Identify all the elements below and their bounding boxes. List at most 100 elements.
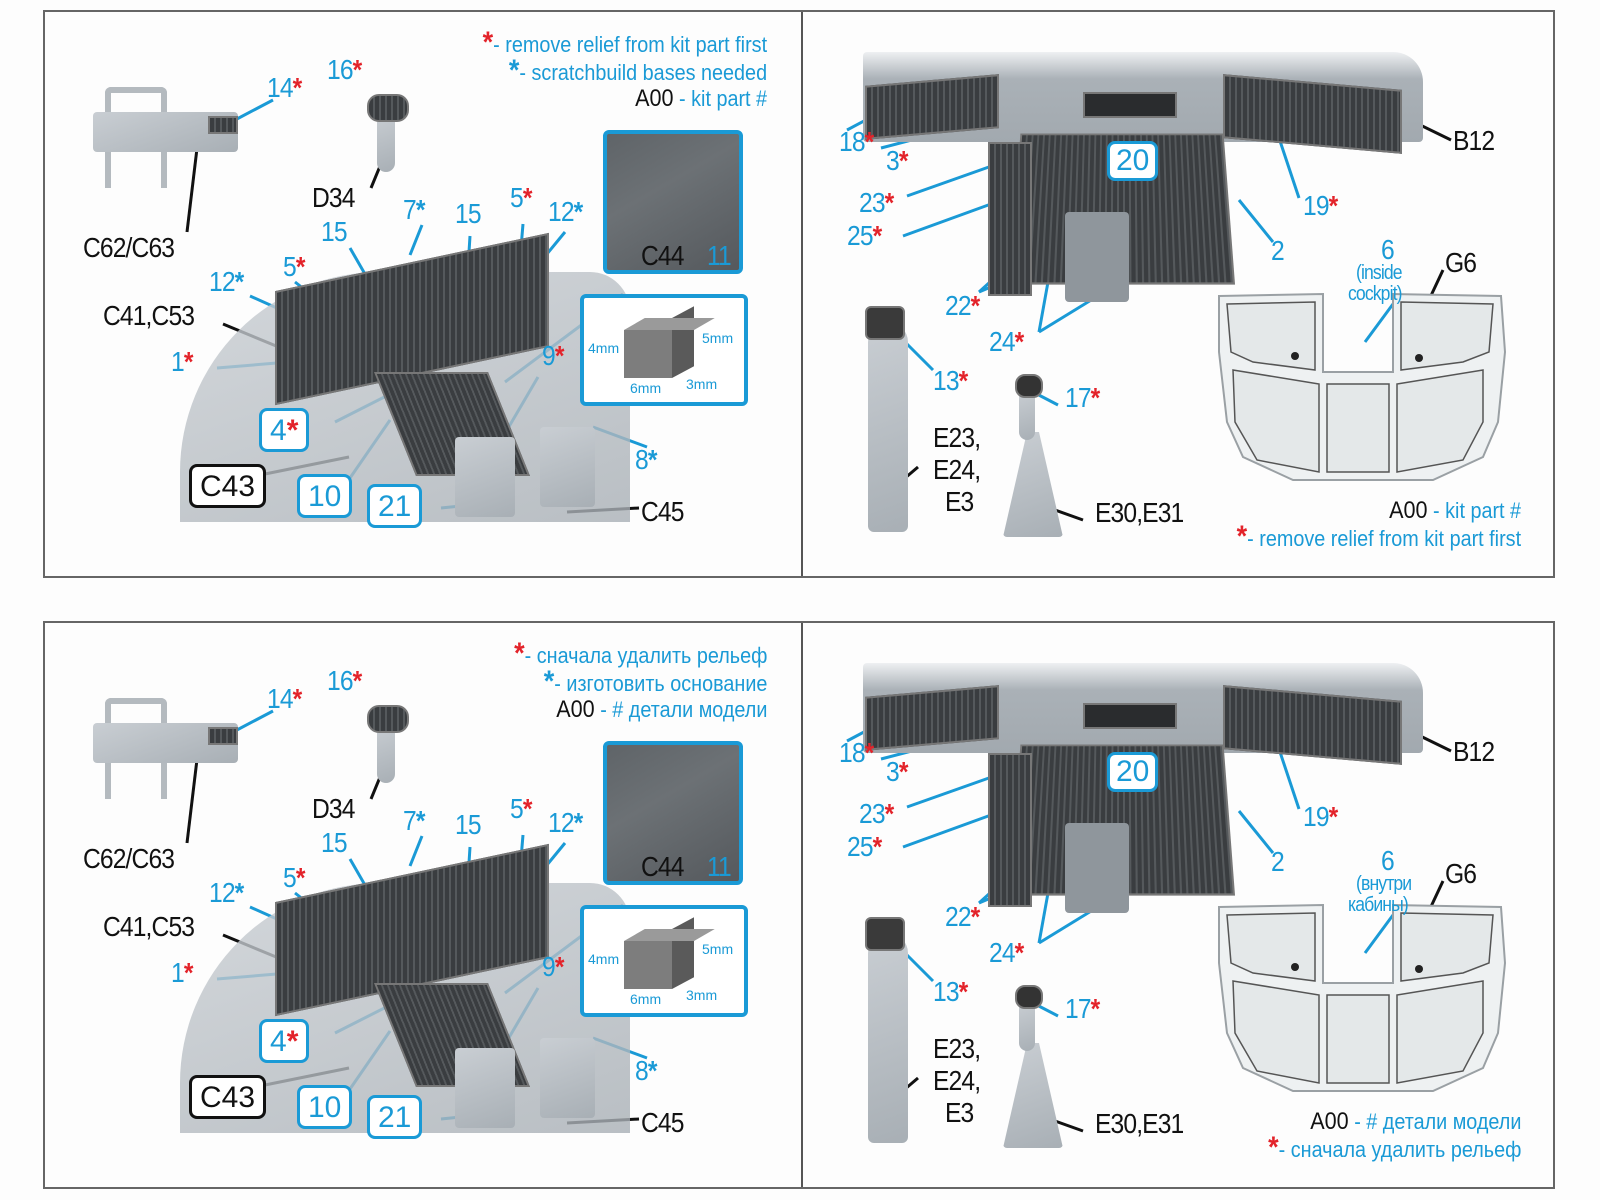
red-asterisk-icon: * xyxy=(872,220,883,251)
callout-23: 23* xyxy=(859,798,895,829)
dim-width: 6mm xyxy=(630,991,662,1007)
red-asterisk-icon: * xyxy=(958,365,969,396)
overhead-console-quadrant: 18* 3* 20 B12 23* 25* 19* 2 6 (inside co… xyxy=(803,12,1555,576)
side-panel-23 xyxy=(988,142,1032,296)
throttle-quadrant-22 xyxy=(1065,823,1129,913)
blue-asterisk-icon: * xyxy=(647,1055,658,1086)
red-asterisk-icon: * xyxy=(1090,993,1101,1024)
callout-14: 14* xyxy=(267,683,303,714)
red-asterisk-icon: * xyxy=(1236,520,1248,553)
collective-stick-e23 xyxy=(868,322,908,532)
red-asterisk-icon: * xyxy=(898,145,909,176)
callout-18: 18* xyxy=(839,737,875,768)
part-label-d34: D34 xyxy=(312,182,355,213)
callout-16: 16* xyxy=(327,54,363,85)
red-asterisk-icon: * xyxy=(1267,1131,1279,1164)
leader-c62 xyxy=(185,750,200,844)
sheet-divider xyxy=(801,12,803,576)
part-label-e24: E24, xyxy=(933,1065,981,1096)
legend-row-blue-star: *- scratchbuild bases needed xyxy=(508,54,767,87)
attach-point-left xyxy=(1291,352,1299,360)
red-asterisk-icon: * xyxy=(958,976,969,1007)
part-box-c43: C43 xyxy=(189,464,267,508)
base-block-front xyxy=(624,941,672,989)
callout-23: 23* xyxy=(859,187,894,218)
legend-row-red-star: *- сначала удалить рельеф xyxy=(513,637,767,670)
attach-point-right xyxy=(1415,354,1423,362)
callout-18: 18* xyxy=(839,126,874,157)
callout-2: 2 xyxy=(1271,846,1285,877)
dim-width: 6mm xyxy=(630,380,662,396)
overhead-switch-panel-3 xyxy=(1083,703,1177,729)
red-asterisk-icon: * xyxy=(352,54,363,85)
windshield-g6 xyxy=(1218,903,1507,1092)
sheet-divider xyxy=(801,623,803,1187)
callout-6-note-line1: (внутри xyxy=(1356,873,1412,895)
callout-15b: 15 xyxy=(455,198,482,229)
console-pedestal xyxy=(455,1048,515,1128)
callout-11: 11 xyxy=(707,851,732,882)
collective-stick-e23 xyxy=(868,933,908,1143)
part-label-g6: G6 xyxy=(1445,858,1477,889)
red-asterisk-icon: * xyxy=(292,683,303,714)
legend-row-red-star: *- remove relief from kit part first xyxy=(482,26,767,59)
part-label-c62-c63: C62/C63 xyxy=(83,232,175,263)
side-panel-23 xyxy=(988,753,1032,907)
callout-5b: 5* xyxy=(510,793,532,824)
callout-1: 1* xyxy=(171,957,193,988)
part-label-e23: E23, xyxy=(933,1033,981,1064)
callout-19: 19* xyxy=(1303,190,1338,221)
callout-11: 11 xyxy=(707,240,732,271)
callout-6: 6 xyxy=(1381,234,1395,265)
legend-row-red-star: *- сначала удалить рельеф xyxy=(1267,1131,1521,1164)
cyclic-base-e30 xyxy=(1003,1043,1063,1148)
leader-24a xyxy=(1037,281,1050,333)
callout-14: 14* xyxy=(267,72,302,103)
legend-row-kit-part: A00 - kit part # xyxy=(635,85,767,112)
part-label-e30-e31: E30,E31 xyxy=(1095,1108,1184,1139)
red-asterisk-icon: * xyxy=(864,737,875,768)
attach-point-left xyxy=(1291,963,1299,971)
red-asterisk-icon: * xyxy=(970,290,981,321)
blue-asterisk-icon: * xyxy=(234,877,245,908)
stick-grip-17 xyxy=(1015,985,1043,1009)
blue-asterisk-icon: * xyxy=(508,54,520,87)
red-asterisk-icon: * xyxy=(884,798,895,829)
red-asterisk-icon: * xyxy=(482,26,494,59)
callout-1: 1* xyxy=(171,346,193,377)
stick-grip-13 xyxy=(865,306,905,340)
red-asterisk-icon: * xyxy=(522,182,533,213)
callout-5a: 5* xyxy=(283,251,305,282)
red-asterisk-icon: * xyxy=(1014,326,1025,357)
part-label-b12: B12 xyxy=(1453,125,1495,156)
overhead-console-quadrant: 18* 3* 20 B12 23* 25* 19* 2 6 (внутри ка… xyxy=(803,623,1555,1187)
callout-24: 24* xyxy=(989,326,1025,357)
throttle-quadrant-22 xyxy=(1065,212,1129,302)
callout-box-4: 4* xyxy=(259,408,310,452)
leader-14 xyxy=(234,709,274,733)
part-label-e24: E24, xyxy=(933,454,981,485)
legend: A00 - kit part # *- remove relief from k… xyxy=(1205,498,1521,552)
part-label-b12: B12 xyxy=(1453,736,1495,767)
legend-row-red-star: *- remove relief from kit part first xyxy=(1236,520,1521,553)
callout-13: 13* xyxy=(933,365,969,396)
inset-c44-photo xyxy=(603,741,743,885)
stick-grip-17 xyxy=(1015,374,1043,398)
leader-7 xyxy=(408,835,424,867)
part-label-e30-e31: E30,E31 xyxy=(1095,497,1184,528)
part-label-c41-c53: C41,C53 xyxy=(103,300,195,331)
callout-box-21: 21 xyxy=(367,484,423,528)
callout-25: 25* xyxy=(847,220,883,251)
callout-13: 13* xyxy=(933,976,969,1007)
leader-14 xyxy=(234,98,274,122)
callout-15a: 15 xyxy=(321,216,348,247)
red-asterisk-icon: * xyxy=(898,756,909,787)
leader-2 xyxy=(1237,199,1275,243)
cyclic-shaft xyxy=(1019,1001,1035,1051)
red-asterisk-icon: * xyxy=(554,951,565,982)
red-asterisk-icon: * xyxy=(286,1025,299,1058)
instrument-panel-quadrant: 4mm 5mm 6mm 3mm *- сначала удалить релье… xyxy=(45,623,801,1187)
leader-2 xyxy=(1237,810,1275,854)
part-label-e3: E3 xyxy=(945,1097,974,1128)
dim-back-height: 5mm xyxy=(702,330,734,346)
